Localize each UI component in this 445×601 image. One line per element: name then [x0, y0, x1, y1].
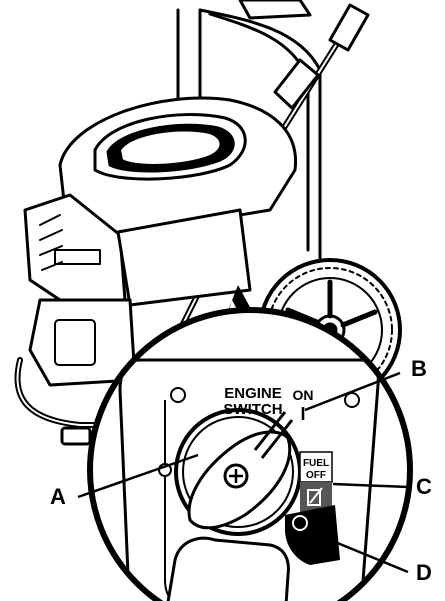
knob-pointer — [253, 411, 294, 459]
leader-b — [304, 371, 401, 412]
fuel-off-label-line2: OFF — [306, 470, 326, 481]
engine-switch-knob[interactable] — [174, 408, 302, 536]
engine-fins — [39, 214, 63, 271]
callout-a: A — [50, 484, 66, 509]
engine-label-plate — [54, 249, 101, 265]
engine-top-recess-inner — [119, 129, 222, 166]
switch-panel-edge — [164, 400, 201, 601]
leader-d — [317, 533, 409, 574]
screw-cross-icon — [229, 469, 243, 483]
fuel-off-indicator — [299, 451, 333, 512]
wand-grip — [328, 3, 370, 52]
leader-c — [332, 482, 409, 489]
frame-top-curve — [198, 8, 322, 262]
callout-d: D — [416, 560, 432, 585]
engine-switch-label-line1: ENGINE — [224, 385, 282, 402]
panel-mount-hole-right — [344, 392, 360, 408]
callout-leaders — [77, 371, 409, 574]
wand-coupler — [273, 58, 320, 110]
pump-window — [54, 319, 96, 366]
panel-bottom-bracket — [163, 536, 290, 601]
leader-a — [77, 453, 199, 499]
engine-fan-cover — [116, 208, 252, 307]
frame-base-tube-inner — [16, 359, 111, 426]
on-label: ON — [293, 387, 314, 403]
on-symbol: I — [300, 404, 305, 424]
engine-switch-label-line2: SWITCH — [223, 401, 282, 418]
pressure-washer-illustration — [14, 0, 402, 446]
fuel-off-label-line1: FUEL — [303, 458, 329, 469]
panel-mount-hole-left — [170, 387, 186, 403]
off-position-tab — [285, 505, 340, 565]
frame-top-bar — [238, 0, 312, 20]
fuel-pump-crossed-icon — [307, 487, 323, 506]
callout-c: C — [416, 474, 432, 499]
off-indicator-ring — [292, 515, 308, 531]
zoom-detail: ENGINE SWITCH ON I FUEL OFF OFF — [87, 307, 413, 601]
foot-pad — [60, 426, 92, 446]
callout-b: B — [411, 356, 427, 381]
